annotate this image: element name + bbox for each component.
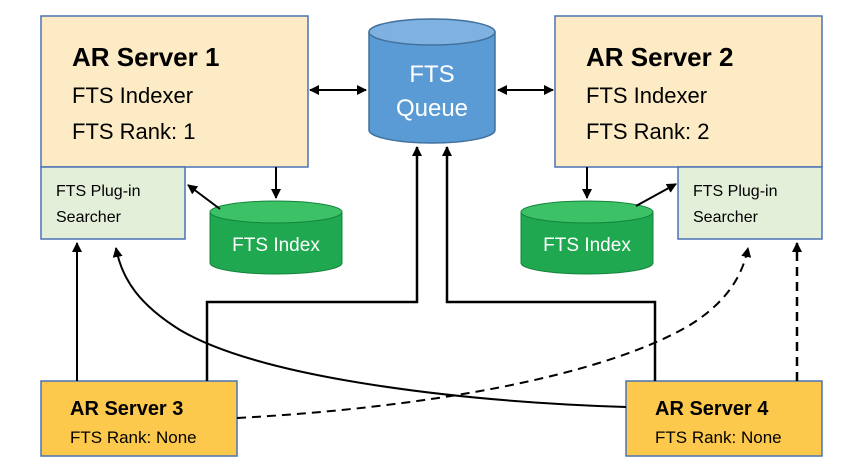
ar-server-1: AR Server 1 FTS Indexer FTS Rank: 1 FTS … xyxy=(40,15,309,240)
ar-server-3: AR Server 3 FTS Rank: None xyxy=(40,380,238,457)
ar-server-2-title: AR Server 2 xyxy=(586,42,733,72)
arrow-index-plugin1 xyxy=(187,184,221,210)
fts-index-left-top xyxy=(209,200,343,224)
ar-server-2-plugin-box xyxy=(677,166,823,240)
fts-index-right-body xyxy=(520,211,654,275)
ar-server-3-title: AR Server 3 xyxy=(70,398,183,420)
ar-server-1-plugin-line2: Searcher xyxy=(56,209,122,226)
ar-server-1-box xyxy=(40,15,309,168)
ar-server-3-rank: FTS Rank: None xyxy=(70,428,197,447)
fts-index-left-body xyxy=(209,211,343,275)
fts-queue-label-line2: Queue xyxy=(396,95,468,122)
ar-server-1-title: AR Server 1 xyxy=(72,42,219,72)
arrow-server4-plugin1 xyxy=(112,247,627,408)
ar-server-3-box xyxy=(40,380,238,457)
fts-index-left: FTS Index xyxy=(209,200,343,275)
ar-server-4: AR Server 4 FTS Rank: None xyxy=(625,380,823,457)
ar-server-2-plugin-line1: FTS Plug-in xyxy=(693,183,777,200)
ar-server-1-rank: FTS Rank: 1 xyxy=(72,119,195,144)
ar-server-2-box xyxy=(554,15,823,168)
ar-server-4-box xyxy=(625,380,823,457)
fts-queue-label-line1: FTS xyxy=(409,61,454,88)
fts-queue-body xyxy=(368,31,496,144)
arrow-index-plugin2 xyxy=(635,183,677,207)
ar-server-2-indexer: FTS Indexer xyxy=(586,83,707,108)
arrow-server3-queue xyxy=(205,146,422,381)
ar-server-1-plugin-box xyxy=(40,166,186,240)
ar-server-1-indexer: FTS Indexer xyxy=(72,83,193,108)
arrow-server3-plugin2-dashed xyxy=(236,247,752,419)
fts-index-right: FTS Index xyxy=(520,200,654,275)
ar-server-4-title: AR Server 4 xyxy=(655,398,769,420)
fts-index-right-top xyxy=(520,200,654,224)
ar-server-2-plugin-line2: Searcher xyxy=(693,209,759,226)
connectors xyxy=(72,85,802,419)
fts-queue: FTS Queue xyxy=(368,18,496,144)
fts-queue-top xyxy=(368,18,496,46)
ar-server-2: AR Server 2 FTS Indexer FTS Rank: 2 FTS … xyxy=(554,15,823,240)
arrow-server4-queue xyxy=(442,146,657,381)
fts-index-right-label: FTS Index xyxy=(543,235,631,256)
ar-server-4-rank: FTS Rank: None xyxy=(655,428,782,447)
ar-server-1-plugin-line1: FTS Plug-in xyxy=(56,183,140,200)
fts-index-left-label: FTS Index xyxy=(232,235,320,256)
ar-server-2-rank: FTS Rank: 2 xyxy=(586,119,709,144)
